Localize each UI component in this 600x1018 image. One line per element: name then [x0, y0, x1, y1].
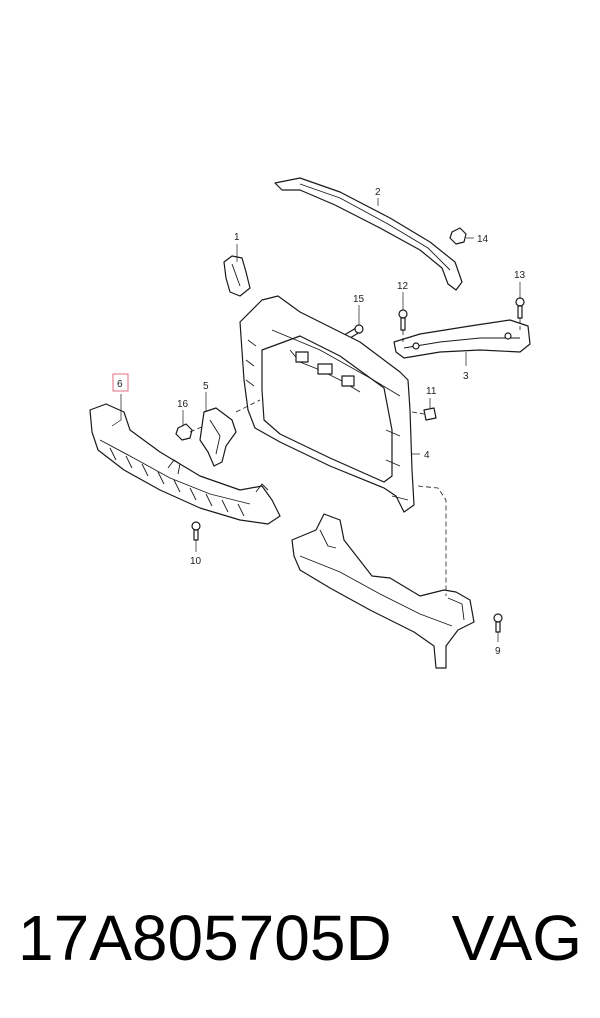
part-4-lock-carrier	[239, 295, 415, 513]
callout-6-highlight-box	[112, 373, 129, 392]
callout-11: 11	[426, 386, 437, 397]
brand-name: VAG	[451, 902, 583, 974]
alignment-lines	[189, 318, 521, 596]
callout-6: 6	[117, 379, 123, 390]
parts-exploded-diagram: 1 2 3 4 5 6 9 10 11 12 13 14 15 16	[89, 177, 531, 669]
caption: 17A805705D VAG	[18, 893, 588, 983]
bumper-carrier-beam	[291, 513, 475, 669]
part-3-side-bracket	[393, 319, 531, 359]
part-6-lower-guide	[89, 403, 281, 525]
callout-14: 14	[477, 234, 489, 245]
leader-lines	[111, 198, 521, 642]
part-2-upper-carrier	[274, 177, 463, 291]
part-1-bracket	[223, 255, 251, 297]
part-16-nut	[175, 423, 193, 441]
part-9-screw	[493, 613, 503, 633]
callout-15: 15	[353, 294, 365, 305]
part-number: 17A805705D	[18, 902, 392, 974]
callout-13: 13	[514, 270, 526, 281]
part-11-clip	[423, 407, 437, 421]
callout-4: 4	[424, 450, 430, 461]
callout-5: 5	[203, 381, 209, 392]
callout-10: 10	[190, 556, 202, 567]
part-10-screw	[191, 521, 201, 541]
part-13-screw	[515, 297, 525, 319]
callout-3: 3	[463, 371, 469, 382]
part-14-nut	[449, 227, 467, 245]
part-5-bracket	[199, 407, 237, 467]
part-12-screw	[398, 309, 408, 331]
callout-2: 2	[375, 187, 381, 198]
callout-9: 9	[495, 646, 501, 657]
callout-1: 1	[234, 232, 240, 243]
callout-labels: 1 2 3 4 5 6 9 10 11 12 13 14 15 16	[112, 187, 526, 657]
callout-12: 12	[397, 281, 409, 292]
callout-16: 16	[177, 399, 189, 410]
